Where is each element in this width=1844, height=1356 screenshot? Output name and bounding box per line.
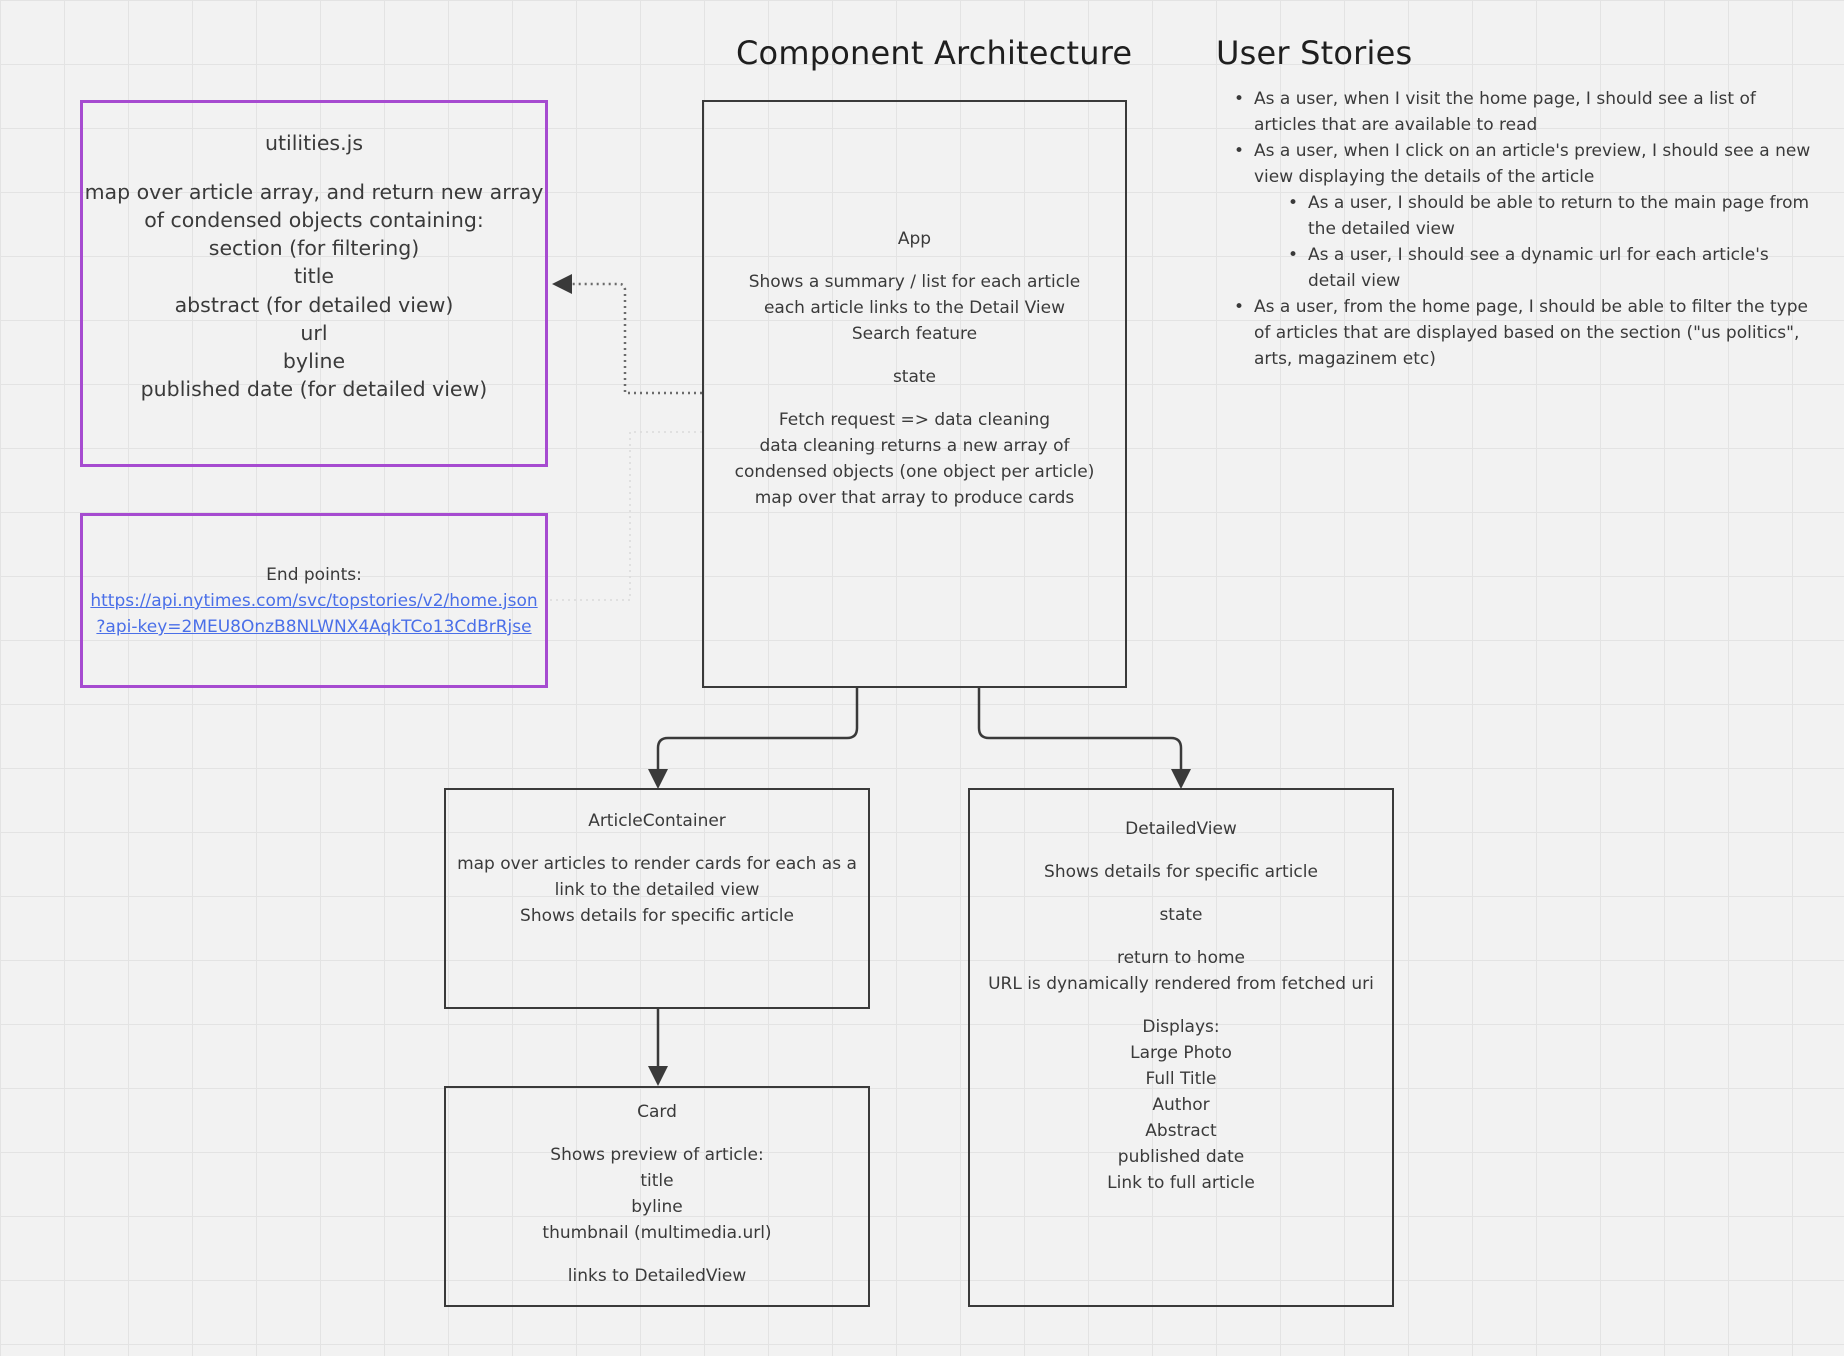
app-title: App xyxy=(897,229,932,249)
user-story-text: As a user, I should be able to return to… xyxy=(1308,193,1810,239)
article-container-lines: map over articles to render cards for ea… xyxy=(457,851,857,929)
utilities-line: of condensed objects containing: xyxy=(144,207,484,232)
app-to-detailedview-arrow xyxy=(977,688,1191,789)
endpoint-link[interactable]: https://api.nytimes.com/svc/topstories/v… xyxy=(90,588,537,640)
detailed-view-line: Large Photo xyxy=(1130,1043,1232,1063)
article-container-line: Shows details for specific article xyxy=(520,906,794,926)
detailed-view-line xyxy=(988,885,1374,902)
app-line: data cleaning returns a new array of xyxy=(759,436,1070,456)
detailed-view-line: Shows details for specific article xyxy=(1044,862,1318,882)
utilities-line: section (for filtering) xyxy=(208,236,420,261)
user-story-item: • As a user, from the home page, I should… xyxy=(1224,294,1814,372)
app-lines: Shows a summary / list for each article e… xyxy=(735,269,1095,511)
endpoint-link-line[interactable]: https://api.nytimes.com/svc/topstories/v… xyxy=(90,591,538,611)
utilities-lines: map over article array, and return new a… xyxy=(85,178,544,404)
detailed-view-title: DetailedView xyxy=(1125,819,1237,839)
detailed-view-lines: Shows details for specific article state r… xyxy=(988,859,1374,1196)
user-story-subitem: • As a user, I should be able to return t… xyxy=(1224,190,1814,242)
bullet-icon: • xyxy=(1234,297,1245,317)
detailed-view-line: return to home xyxy=(1116,948,1246,968)
app-line: each article links to the Detail View xyxy=(763,298,1066,318)
card-line xyxy=(542,1246,771,1263)
app-line: Search feature xyxy=(851,324,978,344)
app-to-utilities-connector xyxy=(552,274,702,395)
detailed-view-line: Author xyxy=(1152,1095,1210,1115)
card-line: byline xyxy=(631,1197,683,1217)
detailed-view-line xyxy=(988,928,1374,945)
architecture-title: Component Architecture xyxy=(736,34,1133,72)
bullet-icon: • xyxy=(1288,245,1299,265)
endpoints-label: End points: xyxy=(266,565,362,585)
user-stories-list: • As a user, when I visit the home page, … xyxy=(1224,86,1814,372)
user-story-text: As a user, from the home page, I should … xyxy=(1254,297,1809,369)
utilities-line: abstract (for detailed view) xyxy=(174,292,454,317)
app-line xyxy=(735,390,1095,407)
detailed-view-line: published date xyxy=(1117,1147,1245,1167)
card-line: Shows preview of article: xyxy=(550,1145,764,1165)
detailed-view-line: Link to full article xyxy=(1107,1173,1255,1193)
detailed-view-line: Abstract xyxy=(1145,1121,1217,1141)
app-line: condensed objects (one object per articl… xyxy=(734,462,1095,482)
user-story-item: • As a user, when I click on an article's… xyxy=(1224,138,1814,190)
app-to-endpoints-connector xyxy=(546,431,702,601)
detailed-view-line: Displays: xyxy=(1142,1017,1220,1037)
user-story-text: As a user, when I click on an article's … xyxy=(1254,141,1811,187)
utilities-title: utilities.js xyxy=(264,131,364,155)
bullet-icon: • xyxy=(1234,141,1245,161)
app-line xyxy=(735,347,1095,364)
detailed-view-box: DetailedView Shows details for specific … xyxy=(968,788,1394,1307)
card-line: title xyxy=(640,1171,674,1191)
app-line: map over that array to produce cards xyxy=(754,488,1075,508)
detailed-view-line: URL is dynamically rendered from fetched… xyxy=(988,974,1374,994)
endpoints-box: End points: https://api.nytimes.com/svc/… xyxy=(80,513,548,688)
bullet-icon: • xyxy=(1288,193,1299,213)
utilities-line: title xyxy=(293,264,335,289)
app-to-articlecontainer-arrow xyxy=(648,688,859,789)
bullet-icon: • xyxy=(1234,89,1245,109)
user-story-text: As a user, I should see a dynamic url fo… xyxy=(1308,245,1769,291)
utilities-line: byline xyxy=(282,348,346,373)
app-line: Fetch request => data cleaning xyxy=(778,410,1051,430)
user-story-subitem: • As a user, I should see a dynamic url f… xyxy=(1224,242,1814,294)
utilities-line: url xyxy=(300,320,328,345)
article-container-line: link to the detailed view xyxy=(554,880,760,900)
detailed-view-line: Full Title xyxy=(1145,1069,1217,1089)
card-title: Card xyxy=(637,1102,677,1122)
article-container-title: ArticleContainer xyxy=(588,811,726,831)
endpoint-link-line[interactable]: ?api-key=2MEU8OnzB8NLWNX4AqkTCo13CdBrRjs… xyxy=(96,617,532,637)
utilities-line: map over article array, and return new a… xyxy=(84,179,544,204)
card-box: Card Shows preview of article: title bylin… xyxy=(444,1086,870,1307)
app-box: App Shows a summary / list for each arti… xyxy=(702,100,1127,688)
utilities-line: published date (for detailed view) xyxy=(140,377,488,402)
article-container-line: map over articles to render cards for ea… xyxy=(457,854,857,874)
card-lines: Shows preview of article: title byline thum… xyxy=(542,1142,771,1289)
app-line: Shows a summary / list for each article xyxy=(748,272,1081,292)
article-container-box: ArticleContainer map over articles to re… xyxy=(444,788,870,1009)
card-line: links to DetailedView xyxy=(567,1266,747,1286)
app-line: state xyxy=(892,367,937,387)
utilities-box: utilities.js map over article array, and… xyxy=(80,100,548,467)
detailed-view-line: state xyxy=(1159,905,1203,925)
user-stories-title: User Stories xyxy=(1216,34,1413,72)
detailed-view-line xyxy=(988,997,1374,1014)
user-story-item: • As a user, when I visit the home page, … xyxy=(1224,86,1814,138)
card-line: thumbnail (multimedia.url) xyxy=(542,1223,772,1243)
user-story-text: As a user, when I visit the home page, I… xyxy=(1254,89,1756,135)
